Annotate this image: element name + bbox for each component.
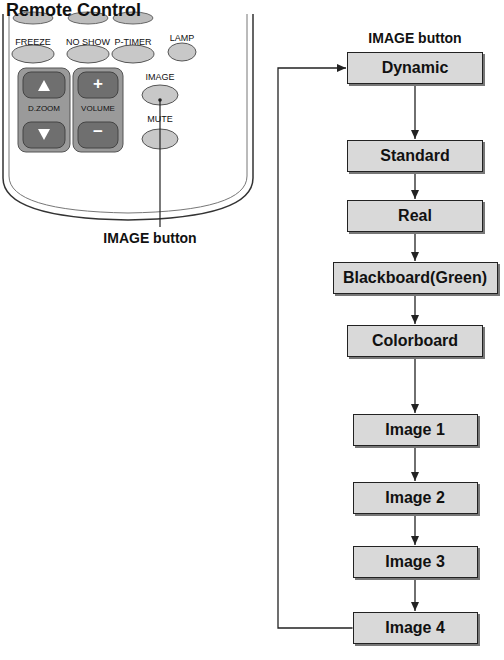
mode-name: Blackboard(Green) [343,269,487,287]
mode-box: Colorboard [347,325,483,357]
mode-box: Real [347,200,483,232]
volume-down-button [78,122,118,148]
freeze-button [12,45,54,63]
up-triangle [38,80,50,91]
callout-label: IMAGE button [103,230,196,246]
flow-arrow [414,578,415,611]
dzoom-panel [18,68,70,152]
plus-sign: + [93,74,103,94]
button-label: FREEZE [15,37,51,47]
flow-arrow [414,514,415,545]
button-label: P-TIMER [115,37,152,47]
volume-panel [73,68,123,152]
mode-name: Colorboard [372,332,458,350]
dzoom-up-button [23,72,65,98]
panel-label: VOLUME [81,104,115,113]
mode-box: Dynamic [347,52,483,84]
column-heading: IMAGE button [368,30,461,46]
remote-body [3,14,253,220]
flow-arrow [414,232,415,261]
mode-name: Dynamic [382,59,449,77]
down-triangle [38,129,50,140]
mode-box: Image 2 [353,482,478,514]
flow-arrow [414,172,415,199]
flow-arrow [278,68,353,628]
diagram-title: Remote Control [6,0,141,21]
mode-name: Image 1 [385,421,445,439]
dzoom-down-button [23,122,65,148]
button-label: NO SHOW [66,37,110,47]
flow-arrow [414,294,415,324]
noshow-button [67,45,109,63]
mode-box: Blackboard(Green) [333,262,498,294]
mode-box: Image 3 [353,546,478,578]
flow-arrow [414,84,415,139]
volume-up-button [78,72,118,98]
button-label: MUTE [147,114,173,124]
mode-box: Image 1 [353,414,478,446]
mode-name: Standard [380,147,449,165]
mode-name: Image 3 [385,553,445,571]
button-label: IMAGE [145,72,174,82]
ptimer-button [112,45,154,63]
mode-box: Standard [347,140,483,172]
leader-dot [158,98,162,102]
flow-arrow [414,357,415,413]
button-label: LAMP [170,33,195,43]
mode-box: Image 4 [353,612,478,644]
flow-arrow [414,446,415,481]
mode-name: Real [398,207,432,225]
minus-sign: − [93,122,103,142]
remote-body-inner [9,14,247,213]
panel-label: D.ZOOM [28,104,60,113]
lamp-button [168,43,196,61]
mode-name: Image 2 [385,489,445,507]
mode-name: Image 4 [385,619,445,637]
